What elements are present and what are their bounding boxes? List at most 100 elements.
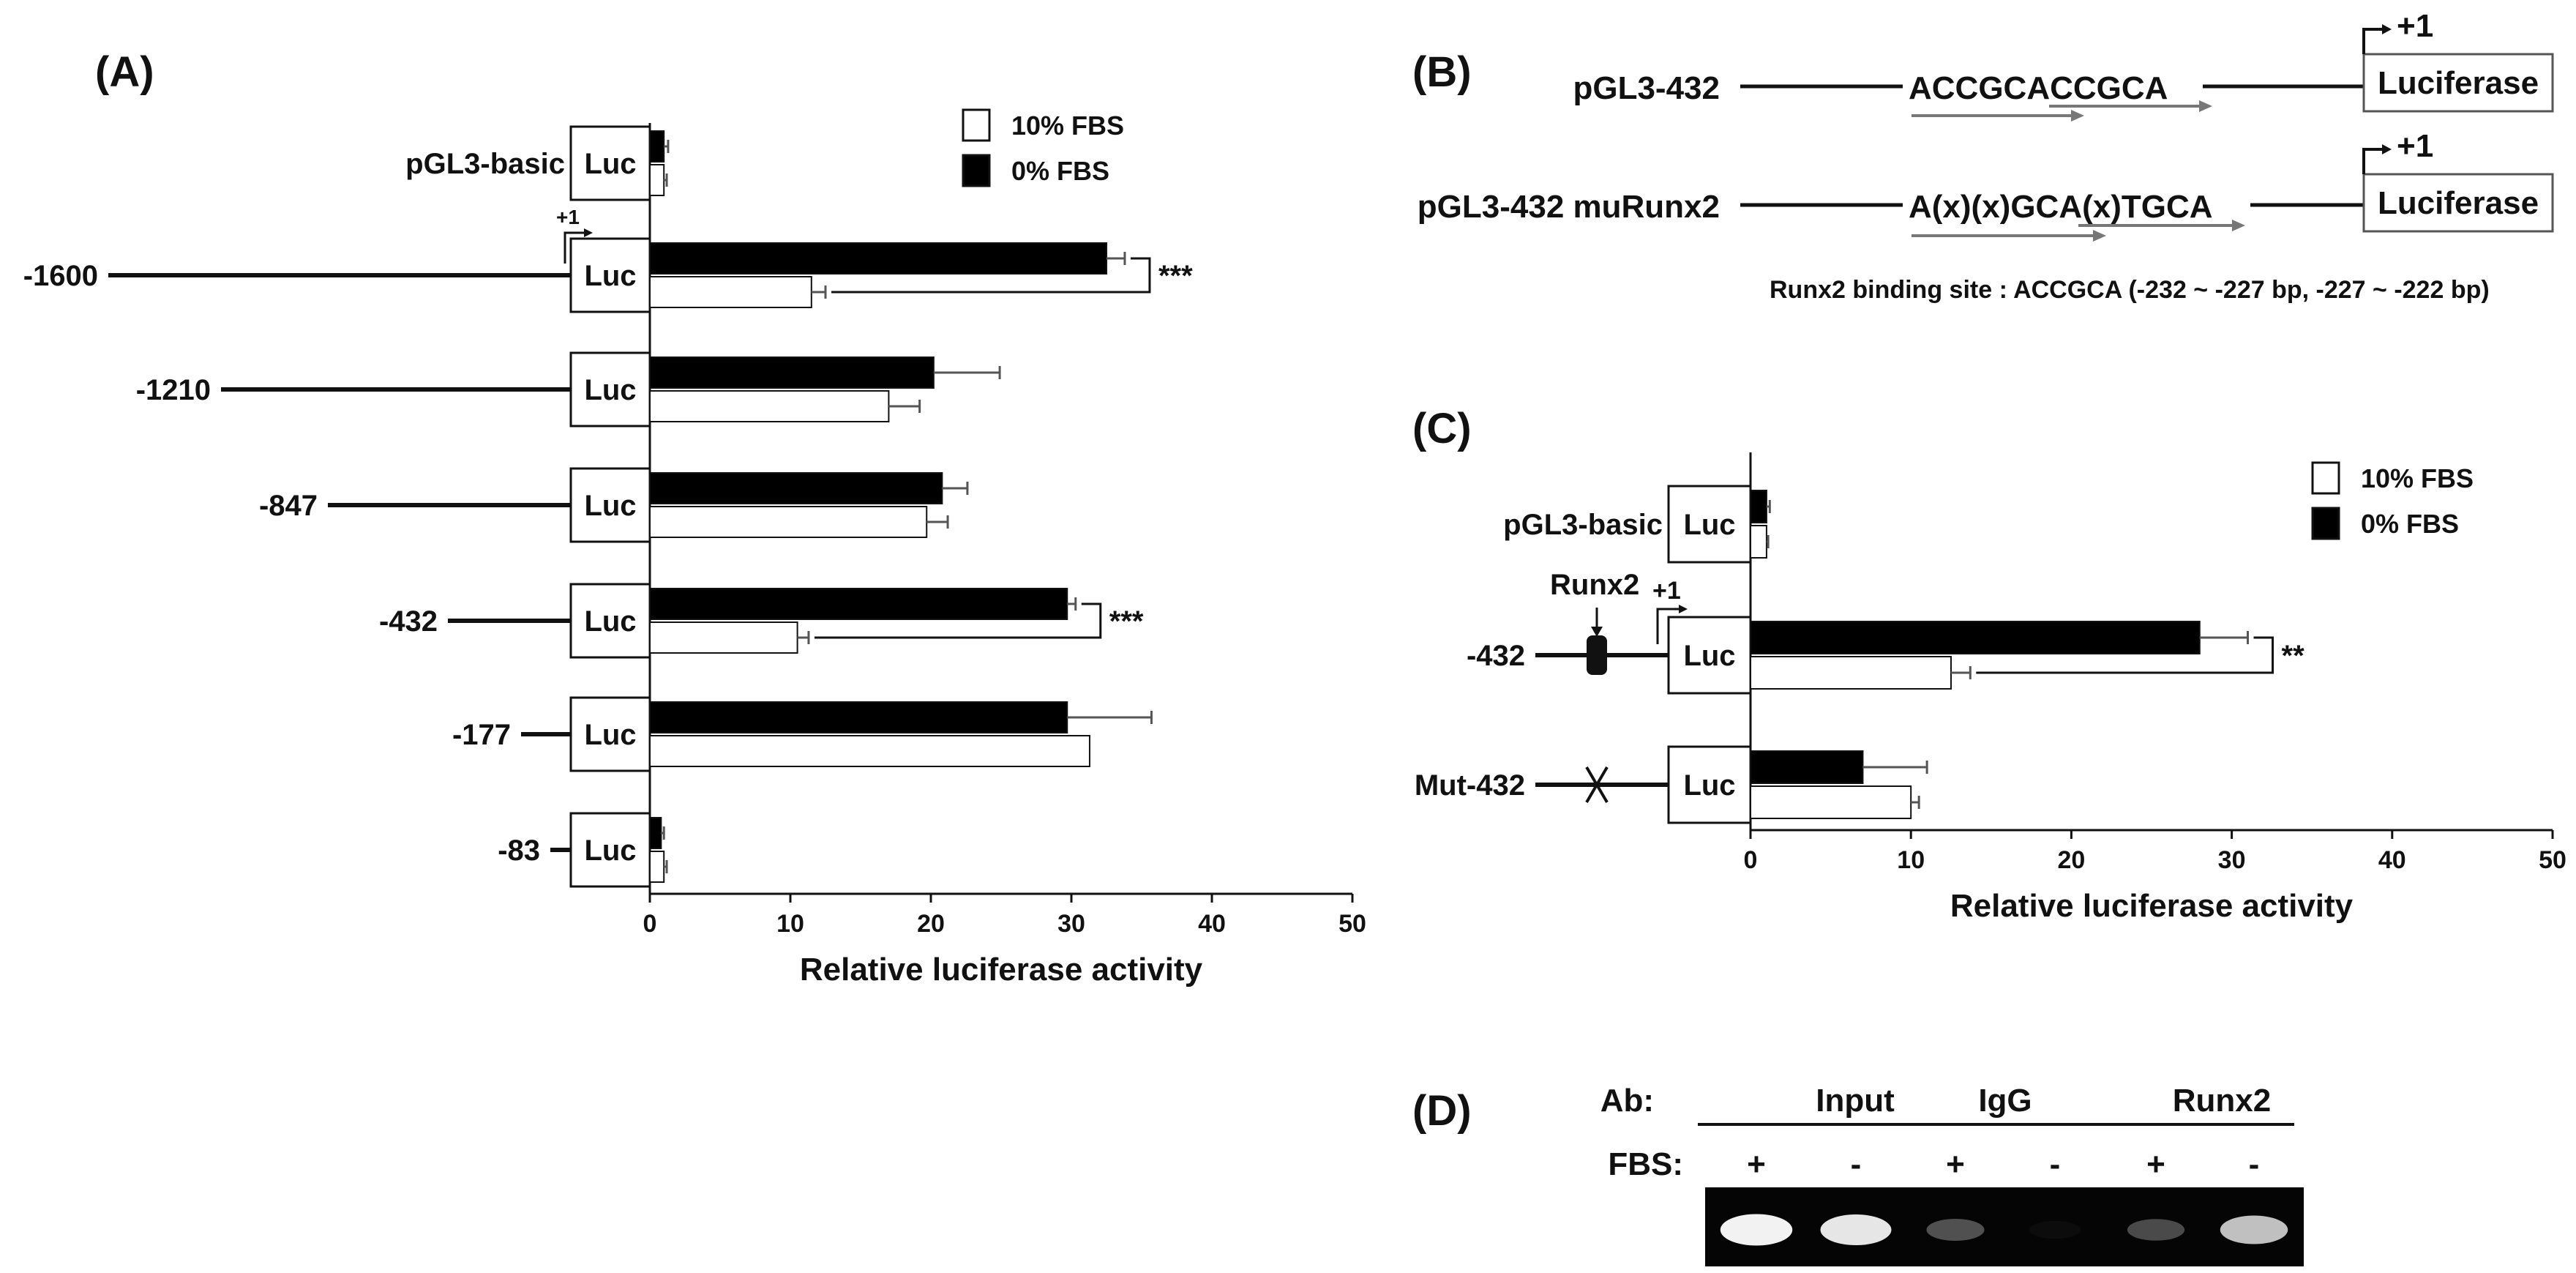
bar-0-fbs-432 (649, 588, 1068, 620)
bar-10-fbs-177 (649, 735, 1090, 767)
x-tick-label: 30 (2218, 846, 2246, 874)
category-label-1600: -1600 (23, 260, 98, 292)
luc-box (569, 583, 651, 659)
significance-label: *** (1158, 260, 1193, 292)
gel-band (2127, 1219, 2185, 1241)
bar-0-fbs-847 (649, 472, 943, 504)
tss-mut-icon (2362, 148, 2382, 174)
bar-0-fbs-pgl3-basic (649, 130, 665, 163)
category-label-847: -847 (259, 490, 318, 522)
gel-group-igg: IgG (1978, 1083, 2032, 1119)
legend-swatch-10-fbs (2311, 461, 2340, 495)
luc-box-label: Luc (584, 605, 636, 638)
legend-swatch-10-fbs (962, 108, 991, 142)
luc-box-label: Luc (1683, 640, 1735, 672)
luc-box (569, 696, 651, 772)
x-tick-label: 50 (2539, 846, 2566, 874)
legend-label-10-fbs: 10% FBS (2361, 463, 2474, 493)
x-tick-label: 20 (917, 910, 945, 938)
runx2-site-arrowhead-2 (2199, 100, 2212, 112)
panel-label-a: (A) (95, 48, 154, 96)
bar-0-fbs-432 (1750, 621, 2201, 654)
gel-fbs-sign: - (2050, 1146, 2061, 1182)
x-tick-label: 0 (1744, 846, 1758, 874)
x-tick-label: 0 (643, 910, 657, 938)
gel-fbs-label: FBS: (1608, 1146, 1683, 1182)
bar-0-fbs-mut-432 (1750, 750, 1864, 784)
runx2-binding-note: Runx2 binding site : ACCGCA (-232 ~ -227… (1770, 276, 2490, 304)
gel-fbs-sign: + (2146, 1146, 2165, 1182)
construct-wt-sequence: ACCGCACCGCA (1909, 70, 2168, 106)
panel-label-c: (C) (1412, 405, 1472, 452)
tss-a-icon (564, 231, 585, 264)
bar-0-fbs-pgl3-basic (1750, 490, 1767, 523)
legend-swatch-0-fbs (962, 154, 991, 187)
luc-box-label: Luc (584, 719, 636, 751)
construct-wt: pGL3-432 ACCGCACCGCA Luciferase +1 (1573, 8, 2554, 122)
tss-c-arrowhead (1679, 605, 1688, 613)
category-label-mut-432: Mut-432 (1415, 769, 1525, 802)
bar-10-fbs-pgl3-basic (1750, 525, 1767, 559)
runx2-site-arrowhead-1 (2071, 110, 2084, 122)
gel-band (2220, 1215, 2288, 1244)
luc-box (569, 237, 651, 313)
gel-band (1926, 1219, 1985, 1241)
bar-10-fbs-432 (1750, 656, 1952, 690)
x-tick-label: 50 (1338, 910, 1366, 938)
construct-mut-luciferase-label: Luciferase (2378, 185, 2539, 221)
tss-mut-label: +1 (2397, 128, 2433, 164)
tss-a-label: +1 (556, 206, 580, 228)
gel-group-runx2: Runx2 (2173, 1083, 2271, 1119)
legend-swatch-0-fbs (2311, 507, 2340, 540)
legend-label-0-fbs: 0% FBS (1011, 156, 1109, 186)
x-tick-label: 40 (1198, 910, 1226, 938)
tss-wt-label: +1 (2397, 8, 2433, 44)
category-label-432: -432 (1467, 640, 1525, 672)
bar-10-fbs-pgl3-basic (649, 164, 665, 196)
x-tick-label: 40 (2378, 846, 2406, 874)
gel-band (2029, 1221, 2081, 1239)
construct-wt-name: pGL3-432 (1573, 70, 1720, 106)
x-tick-label: 30 (1057, 910, 1085, 938)
tss-a-arrowhead (584, 228, 593, 237)
bar-0-fbs-1600 (649, 242, 1107, 275)
mut-site-arrowhead-1 (2093, 230, 2106, 242)
gel-fbs-sign: + (1747, 1146, 1766, 1182)
category-label-1210: -1210 (136, 374, 211, 406)
bar-10-fbs-1600 (649, 276, 812, 308)
gel-fbs-sign: - (2249, 1146, 2260, 1182)
significance-label: ** (2282, 640, 2305, 672)
bar-10-fbs-432 (649, 621, 798, 654)
category-label-432: -432 (379, 605, 438, 638)
tss-wt-icon (2362, 28, 2382, 54)
bar-0-fbs-1210 (649, 356, 935, 389)
significance-bracket (1976, 636, 2274, 674)
luc-box (569, 467, 651, 543)
construct-mut-luciferase-box (2362, 173, 2554, 233)
gel-band (1820, 1214, 1892, 1245)
luc-box-label: Luc (584, 148, 636, 180)
tss-c-icon (1656, 608, 1680, 644)
tss-c-label: +1 (1652, 577, 1681, 605)
construct-wt-luciferase-box (2362, 53, 2554, 113)
significance-bracket (814, 602, 1102, 639)
mut-site-cross-2 (1585, 766, 1609, 804)
significance-bracket (831, 257, 1151, 294)
legend-label-10-fbs: 10% FBS (1011, 111, 1124, 141)
runx2-site-icon (1587, 635, 1607, 675)
gel-band (1720, 1214, 1793, 1246)
gel-fbs-sign: - (1851, 1146, 1862, 1182)
gel-group-input: Input (1816, 1083, 1895, 1119)
construct-mut-name: pGL3-432 muRunx2 (1418, 189, 1720, 225)
category-label-177: -177 (452, 719, 511, 751)
gel-fbs-sign: + (1946, 1146, 1965, 1182)
tss-wt-arrowhead (2382, 24, 2392, 34)
x-axis-title: Relative luciferase activity (1950, 888, 2354, 924)
category-label-83: -83 (498, 835, 540, 867)
x-tick-label: 20 (2057, 846, 2085, 874)
luc-box-label: Luc (584, 490, 636, 522)
tss-mut-arrowhead (2382, 144, 2392, 154)
panel-label-b: (B) (1412, 48, 1472, 96)
